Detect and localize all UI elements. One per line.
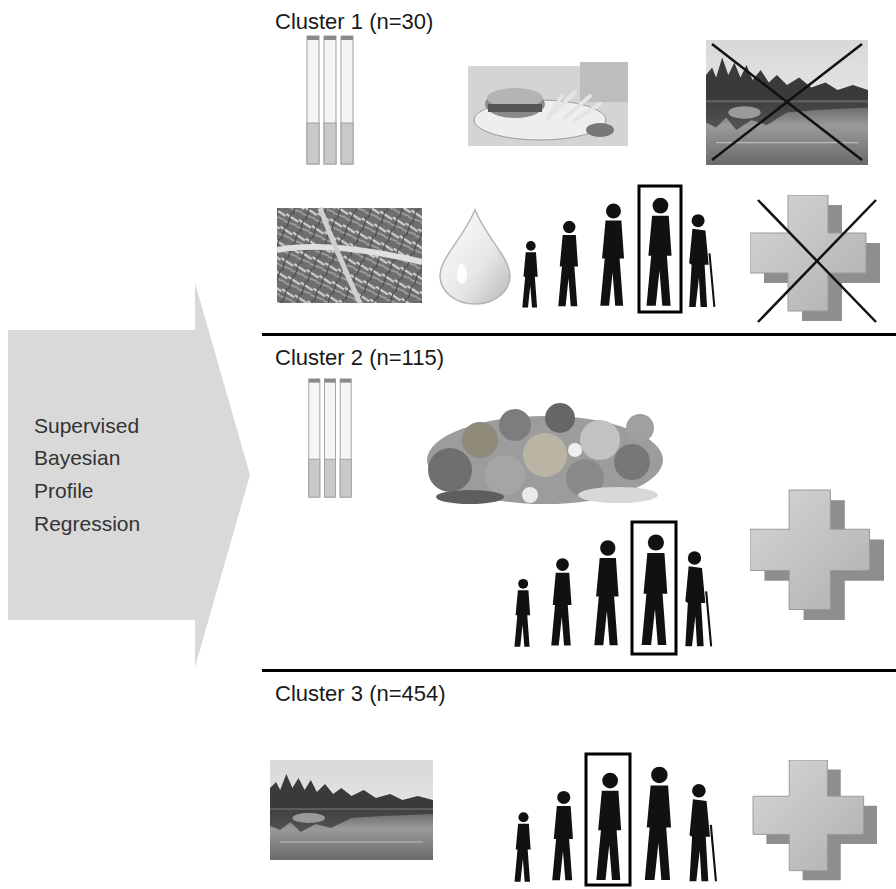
nature-photo-crossed <box>706 40 868 165</box>
life-course-figures <box>522 186 714 312</box>
life-course-figures <box>514 522 711 654</box>
arrow-fill <box>8 283 250 667</box>
nature-photo <box>270 760 433 860</box>
cluster-band: Cluster 1 (n=30) <box>262 0 896 336</box>
health-cross <box>750 490 884 620</box>
road-network-photo <box>277 208 422 303</box>
cigarettes-icon <box>309 379 351 497</box>
cluster-band: Cluster 3 (n=454) <box>262 672 896 889</box>
method-arrow: Supervised Bayesian Profile Regression <box>8 283 250 667</box>
cluster-heading: Cluster 1 (n=30) <box>275 9 433 35</box>
cigarettes-icon <box>307 36 353 164</box>
fast-food-photo <box>468 62 628 146</box>
vegetables-photo <box>427 403 663 504</box>
cluster-heading: Cluster 2 (n=115) <box>275 345 444 371</box>
cluster-band: Cluster 2 (n=115) <box>262 336 896 672</box>
cluster-heading: Cluster 3 (n=454) <box>275 681 446 707</box>
arrow-shape <box>8 283 250 667</box>
water-drop-icon <box>440 210 510 304</box>
health-cross <box>753 760 877 880</box>
method-label: Supervised Bayesian Profile Regression <box>34 410 174 540</box>
health-cross-crossed <box>750 195 880 322</box>
life-course-figures <box>515 754 716 885</box>
